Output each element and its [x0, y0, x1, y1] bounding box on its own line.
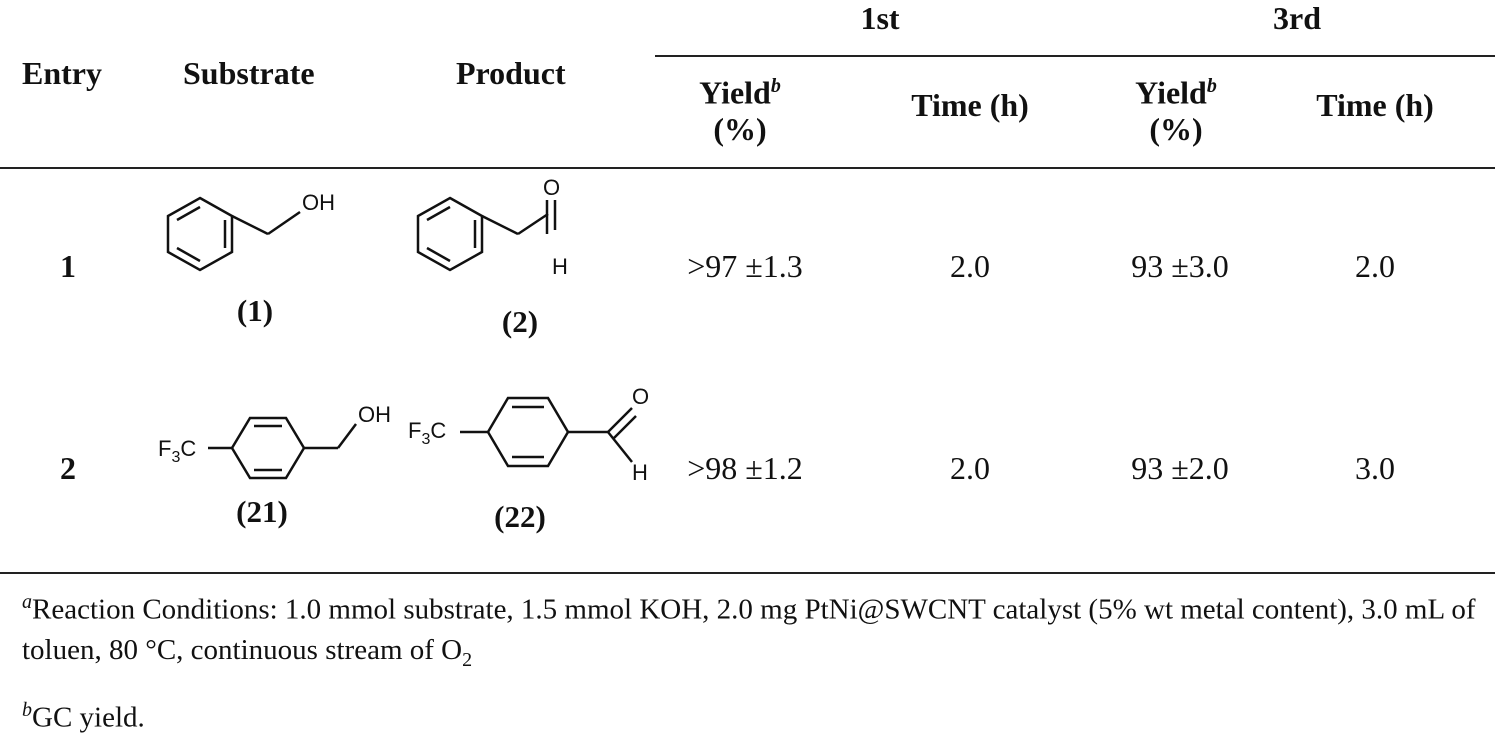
footnote-b-mark: b: [22, 699, 32, 721]
footnote-b: bGC yield.: [22, 690, 145, 738]
row-2-entry: 2: [60, 450, 76, 486]
row-2-substrate-label: (21): [236, 494, 288, 529]
header-group-rule: [655, 55, 1495, 57]
header-bottom-rule: [0, 167, 1495, 169]
header-time-1st: Time (h): [911, 87, 1029, 123]
header-group-3rd: 3rd: [1273, 0, 1321, 36]
row-2-yield-1st: >98 ±1.2: [687, 450, 803, 486]
header-yield-1st: Yieldb (%): [680, 68, 800, 147]
yield-label: Yield: [1135, 74, 1207, 111]
row-1-substrate-label: (1): [236, 293, 274, 328]
row-1-time-3rd: 2.0: [1355, 248, 1395, 284]
hydroxyl-group-label: OH: [358, 402, 391, 427]
row-2-product-label: (22): [494, 499, 546, 534]
row-2-time-1st: 2.0: [950, 450, 990, 486]
yield-footnote-mark: b: [1206, 75, 1217, 97]
yield-footnote-mark: b: [770, 75, 781, 97]
yield-label: Yield: [699, 74, 771, 111]
header-group-1st: 1st: [860, 0, 900, 36]
yield-unit: (%): [1149, 110, 1203, 147]
row-2-time-3rd: 3.0: [1355, 450, 1395, 486]
carbonyl-oxygen-label: O: [543, 175, 560, 200]
row-1-time-1st: 2.0: [950, 248, 990, 284]
footnote-a: aReaction Conditions: 1.0 mmol substrate…: [22, 582, 1482, 679]
header-time-3rd: Time (h): [1316, 87, 1434, 123]
trifluoromethylbenzaldehyde-structure: F3C O H: [408, 384, 649, 485]
hydroxyl-group-label: OH: [302, 190, 335, 215]
footnote-a-mark: a: [22, 591, 32, 613]
aldehyde-hydrogen-label: H: [552, 254, 568, 279]
row-2-yield-3rd: 93 ±2.0: [1131, 450, 1229, 486]
trifluoromethylbenzyl-alcohol-structure: F3C OH: [158, 402, 391, 480]
yield-unit: (%): [713, 110, 767, 147]
carbonyl-oxygen-label: O: [632, 384, 649, 409]
header-substrate: Substrate: [183, 55, 315, 91]
header-yield-3rd: Yieldb (%): [1116, 68, 1236, 147]
trifluoromethyl-group-label: F3C: [158, 436, 196, 466]
row-1-entry: 1: [60, 248, 76, 284]
header-product: Product: [456, 55, 566, 91]
aldehyde-hydrogen-label: H: [632, 460, 648, 485]
benzyl-alcohol-structure: OH: [166, 190, 335, 272]
row-1-product-label: (2): [501, 304, 539, 339]
footnote-b-text: GC yield.: [32, 701, 145, 734]
footnote-a-subscript: 2: [462, 648, 473, 671]
benzaldehyde-structure: O H: [416, 175, 568, 279]
trifluoromethyl-group-label: F3C: [408, 418, 446, 448]
header-entry: Entry: [22, 55, 102, 91]
row-1-yield-3rd: 93 ±3.0: [1131, 248, 1229, 284]
row-1-yield-1st: >97 ±1.3: [687, 248, 803, 284]
table-bottom-rule: [0, 572, 1495, 574]
footnote-a-text: Reaction Conditions: 1.0 mmol substrate,…: [22, 593, 1476, 666]
